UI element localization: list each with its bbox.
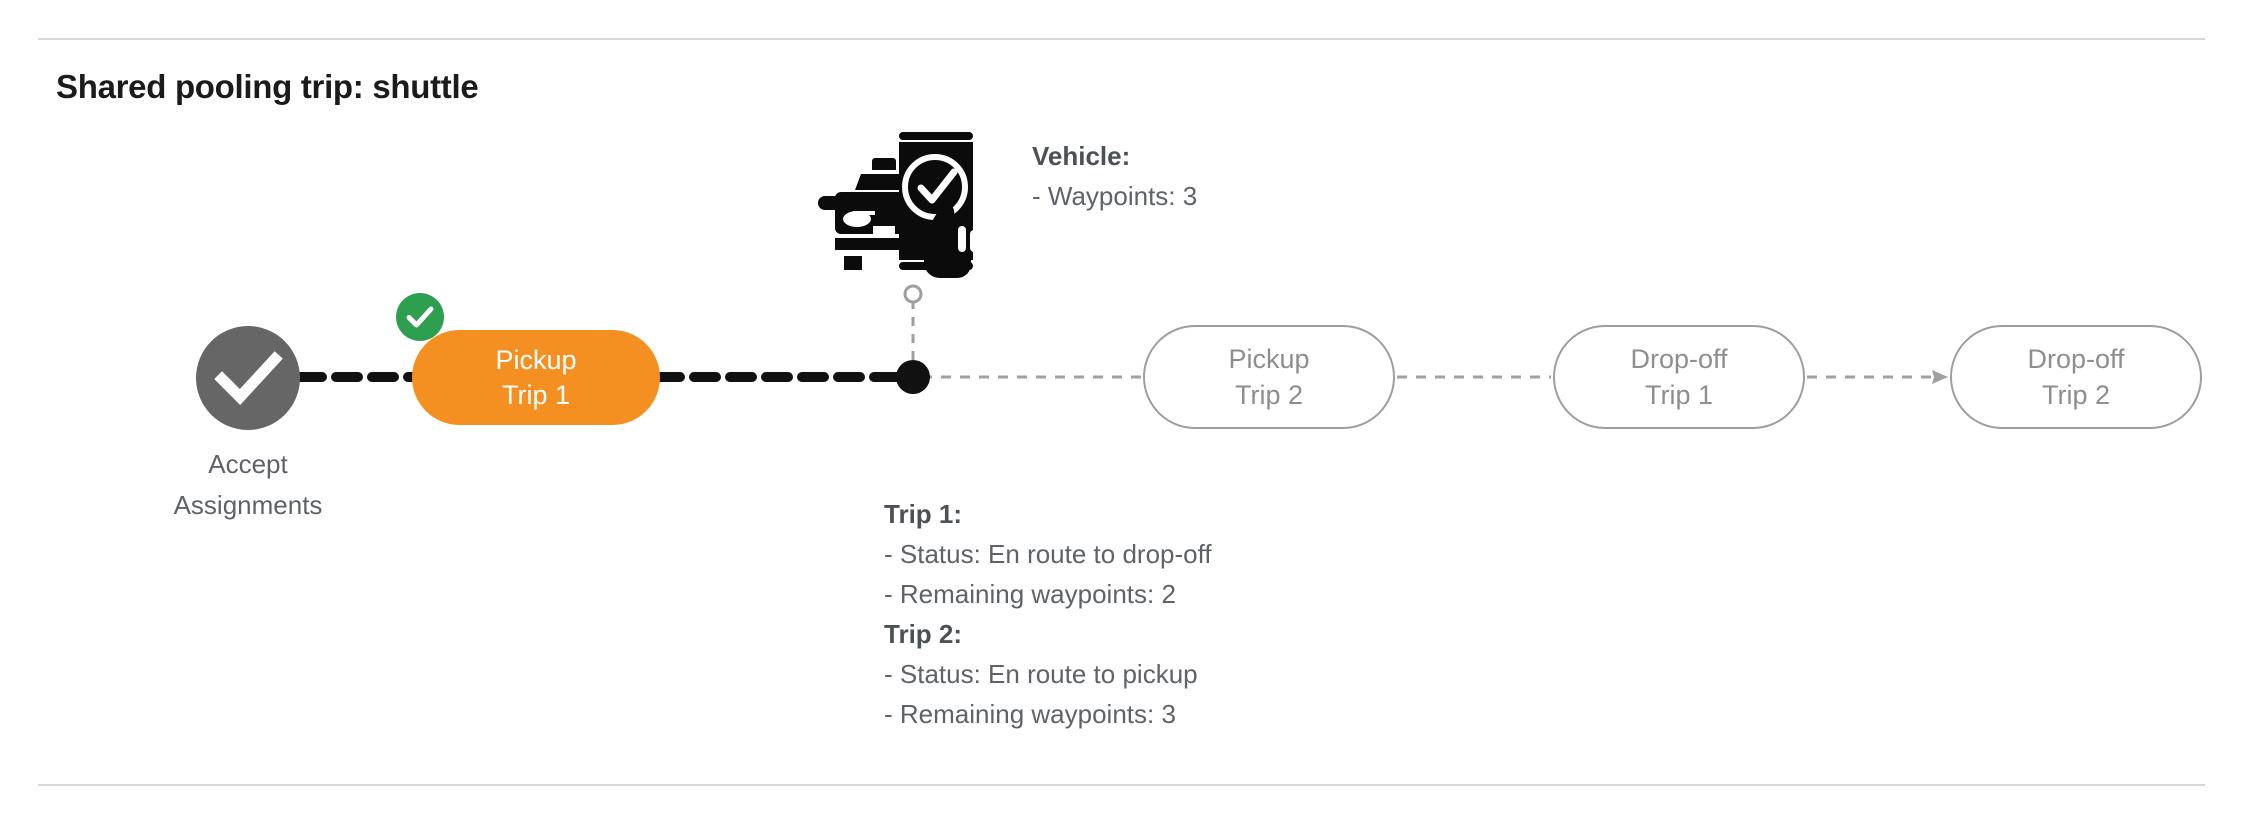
- check-badge-icon: [396, 293, 444, 341]
- trip1-heading: Trip 1:: [884, 494, 1212, 534]
- trip2-heading-text: Trip 2: [884, 619, 954, 649]
- trip1-heading-colon: :: [953, 499, 963, 529]
- vehicle-info-heading: Vehicle:: [1032, 136, 1197, 176]
- trip-info-block: Trip 1: - Status: En route to drop-off -…: [884, 494, 1212, 734]
- vehicle-heading-colon: :: [1121, 141, 1131, 171]
- node-dropoff-trip-1[interactable]: Drop-off Trip 1: [1553, 325, 1805, 429]
- node-dropoff-trip-1-line1: Drop-off: [1630, 344, 1728, 374]
- trip1-status-line: - Status: En route to drop-off: [884, 539, 1212, 569]
- accept-label-line2: Assignments: [173, 490, 323, 520]
- node-dropoff-trip-2[interactable]: Drop-off Trip 2: [1950, 325, 2202, 429]
- bottom-divider: [38, 784, 2205, 786]
- node-pickup-trip-1[interactable]: Pickup Trip 1: [412, 330, 660, 425]
- node-pickup-trip-1-line2: Trip 1: [501, 379, 570, 410]
- trip1-waypoints-line: - Remaining waypoints: 2: [884, 579, 1176, 609]
- node-pickup-trip-2-line1: Pickup: [1228, 344, 1310, 374]
- small-circle-icon: [903, 284, 923, 304]
- node-dropoff-trip-2-line1: Drop-off: [2027, 344, 2125, 374]
- vehicle-info-block: Vehicle: - Waypoints: 3: [1032, 136, 1197, 216]
- accept-label-line1: Accept: [208, 449, 288, 479]
- node-dropoff-trip-1-line2: Trip 1: [1644, 380, 1713, 410]
- vehicle-heading-text: Vehicle: [1032, 141, 1122, 171]
- trip2-heading-colon: :: [953, 619, 963, 649]
- car-phone-check-icon: [818, 132, 978, 278]
- node-accept-assignments-label: Accept Assignments: [98, 444, 398, 526]
- trip1-heading-text: Trip 1: [884, 499, 954, 529]
- check-icon: [214, 351, 283, 405]
- trip2-waypoints-line: - Remaining waypoints: 3: [884, 699, 1176, 729]
- page-title: Shared pooling trip: shuttle: [56, 68, 479, 105]
- trip2-status-line: - Status: En route to pickup: [884, 659, 1198, 689]
- edge-arrowhead: [1932, 370, 1948, 384]
- node-pickup-trip-2-line2: Trip 2: [1234, 380, 1303, 410]
- node-dropoff-trip-2-line2: Trip 2: [2041, 380, 2110, 410]
- top-divider: [38, 38, 2205, 40]
- vehicle-waypoints-line: - Waypoints: 3: [1032, 181, 1198, 211]
- node-pickup-trip-1-line1: Pickup: [495, 344, 577, 375]
- node-pickup-trip-2[interactable]: Pickup Trip 2: [1143, 325, 1395, 429]
- trip2-heading: Trip 2:: [884, 614, 1212, 654]
- vehicle-position-dot: [896, 360, 930, 394]
- check-badge-glyph: [406, 306, 434, 328]
- node-accept-assignments[interactable]: [196, 326, 300, 430]
